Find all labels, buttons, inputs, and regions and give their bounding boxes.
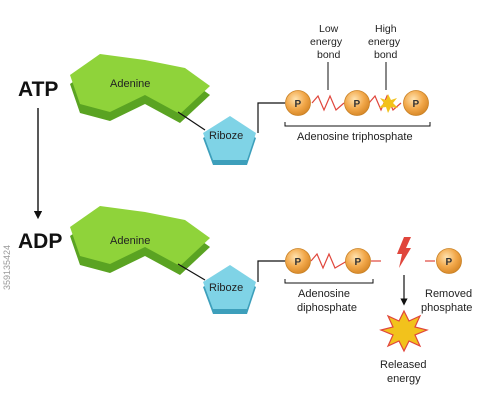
adp-adenine	[70, 206, 210, 275]
high-bond-label-line-2: energy	[368, 36, 401, 48]
removed-label-line-1: Removed	[425, 288, 472, 300]
removed-phosphate	[436, 248, 462, 274]
atp-molecule: Adenine Riboze P P P Low energy bond Hig…	[70, 23, 431, 165]
adp-adenine-ribose-bond	[177, 263, 206, 281]
atp-ribose-phosphate-bond	[257, 102, 285, 133]
triphosphate-bracket	[284, 122, 431, 127]
diphosphate-label-line-1: Adenosine	[298, 288, 350, 300]
atp-phosphate-3	[403, 90, 429, 116]
atp-ribose-label: Riboze	[209, 130, 243, 142]
released-label-line-2: energy	[387, 373, 421, 385]
high-bond-label-line-1: High	[375, 23, 397, 35]
removed-phosphate-label: P	[446, 257, 453, 268]
atp-adenine-label: Adenine	[110, 78, 150, 90]
adp-phosphate-2	[345, 248, 371, 274]
stock-id-watermark: 359135424	[2, 244, 12, 290]
adp-phosphate-1	[285, 248, 311, 274]
low-bond-label-line-1: Low	[319, 23, 339, 35]
lightning-icon	[397, 237, 411, 268]
high-energy-spark-icon	[379, 94, 398, 113]
triphosphate-label: Adenosine triphosphate	[297, 131, 413, 143]
adp-ribose-label: Riboze	[209, 282, 243, 294]
diphosphate-bracket	[284, 279, 374, 284]
adp-ribose	[203, 265, 256, 314]
atp-phosphate-2	[344, 90, 370, 116]
adp-ribose-phosphate-bond	[257, 260, 285, 282]
adp-low-energy-bond	[310, 252, 348, 270]
adp-label: ADP	[18, 230, 62, 253]
high-bond-label-line-3: bond	[374, 49, 398, 61]
atp-adenine	[70, 54, 210, 123]
adp-adenine-label: Adenine	[110, 235, 150, 247]
energy-burst-icon	[379, 309, 429, 353]
atp-phosphate-3-label: P	[413, 99, 420, 110]
low-energy-bond	[311, 94, 345, 112]
atp-phosphate-2-label: P	[354, 99, 361, 110]
atp-label: ATP	[18, 78, 58, 101]
atp-ribose	[203, 116, 256, 165]
atp-phosphate-1	[285, 90, 311, 116]
atp-phosphate-1-label: P	[295, 99, 302, 110]
low-bond-label-line-3: bond	[317, 49, 341, 61]
diphosphate-label-line-2: diphosphate	[297, 302, 357, 314]
adp-molecule: Adenine Riboze P P Adenosine diphosphate…	[70, 206, 472, 385]
adp-phosphate-1-label: P	[295, 257, 302, 268]
removed-label-line-2: phosphate	[421, 302, 472, 314]
atp-adenine-ribose-bond	[177, 111, 206, 131]
adp-phosphate-2-label: P	[355, 257, 362, 268]
released-label-line-1: Released	[380, 359, 426, 371]
low-bond-label-line-2: energy	[310, 36, 343, 48]
